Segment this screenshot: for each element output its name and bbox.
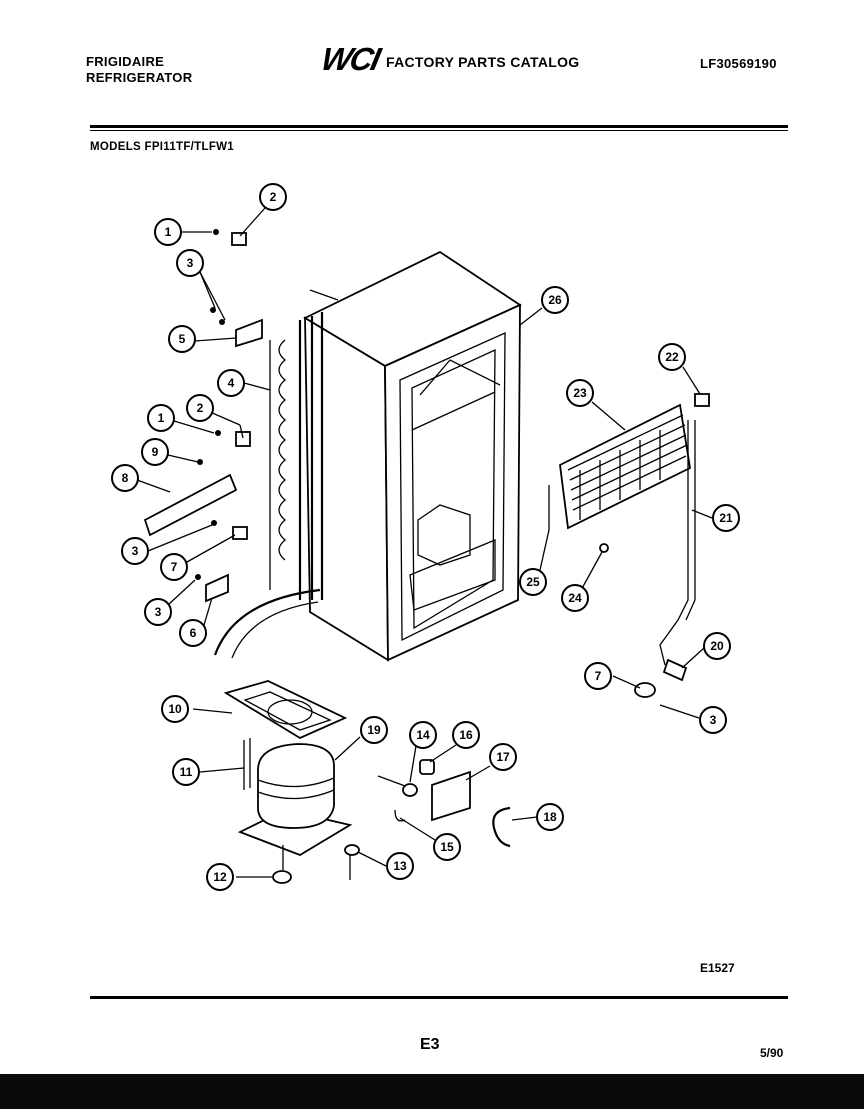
svg-text:2: 2	[197, 401, 204, 415]
callouts: 1 2 3 5 4 2 1 9 8 3 7 3 6 26 22 23 21 25…	[111, 183, 740, 891]
callout-16: 16	[452, 721, 480, 749]
svg-text:3: 3	[132, 544, 139, 558]
svg-text:17: 17	[496, 750, 510, 764]
callout-15: 15	[433, 833, 461, 861]
callout-24: 24	[561, 584, 589, 612]
svg-text:11: 11	[180, 765, 193, 779]
callout-8: 8	[111, 464, 139, 492]
callout-2b: 2	[186, 394, 214, 422]
top-rule-thin	[90, 130, 788, 131]
callout-3: 3	[176, 249, 204, 277]
svg-text:14: 14	[416, 728, 430, 742]
svg-text:15: 15	[440, 840, 454, 854]
callout-12: 12	[206, 863, 234, 891]
brand-header: FRIGIDAIRE REFRIGERATOR	[86, 54, 192, 86]
leader-lines	[136, 207, 713, 878]
catalog-title: FACTORY PARTS CATALOG	[386, 54, 580, 70]
svg-text:23: 23	[573, 386, 587, 400]
svg-text:3: 3	[155, 605, 162, 619]
callout-5: 5	[168, 325, 196, 353]
svg-text:20: 20	[710, 639, 724, 653]
svg-text:19: 19	[367, 723, 381, 737]
callout-3b: 3	[121, 537, 149, 565]
brand-line2: REFRIGERATOR	[86, 70, 193, 85]
svg-text:5: 5	[179, 332, 186, 346]
drain-tube	[213, 588, 321, 656]
svg-text:22: 22	[665, 350, 679, 364]
callout-18: 18	[536, 803, 564, 831]
top-rule	[90, 125, 788, 128]
cabinet	[303, 250, 522, 662]
callout-19: 19	[360, 716, 388, 744]
callout-1: 1	[154, 218, 182, 246]
callout-3c: 3	[144, 598, 172, 626]
svg-text:21: 21	[719, 511, 733, 525]
svg-text:1: 1	[165, 225, 172, 239]
callout-9: 9	[141, 438, 169, 466]
callout-17: 17	[489, 743, 517, 771]
brand-line1: FRIGIDAIRE	[86, 54, 165, 69]
figure-code: E1527	[700, 961, 735, 975]
svg-text:1: 1	[158, 411, 165, 425]
page-number: E3	[420, 1036, 440, 1053]
bottom-rule	[90, 996, 788, 999]
svg-text:13: 13	[393, 859, 407, 873]
callout-22: 22	[658, 343, 686, 371]
callout-11: 11	[172, 758, 200, 786]
svg-text:24: 24	[568, 591, 582, 605]
svg-text:4: 4	[228, 376, 235, 390]
svg-text:6: 6	[190, 626, 197, 640]
svg-text:3: 3	[710, 713, 717, 727]
evaporator	[548, 393, 710, 698]
callout-2: 2	[259, 183, 287, 211]
callout-3d: 3	[699, 706, 727, 734]
callout-25: 25	[519, 568, 547, 596]
svg-text:25: 25	[526, 575, 540, 589]
callout-6: 6	[179, 619, 207, 647]
callout-21: 21	[712, 504, 740, 532]
catalog-number: LF30569190	[700, 56, 777, 71]
electrical-parts	[377, 759, 511, 848]
callout-10: 10	[161, 695, 189, 723]
callout-7b: 7	[584, 662, 612, 690]
callout-20: 20	[703, 632, 731, 660]
compressor	[223, 680, 360, 884]
callout-23: 23	[566, 379, 594, 407]
callout-7: 7	[160, 553, 188, 581]
svg-text:9: 9	[152, 445, 159, 459]
condenser-coil	[269, 312, 324, 600]
callout-13: 13	[386, 852, 414, 880]
callout-14: 14	[409, 721, 437, 749]
callout-4: 4	[217, 369, 245, 397]
svg-text:18: 18	[543, 810, 557, 824]
callout-1b: 1	[147, 404, 175, 432]
svg-text:2: 2	[270, 190, 277, 204]
scan-edge	[0, 1074, 864, 1109]
svg-text:7: 7	[171, 560, 178, 574]
revision-date: 5/90	[760, 1046, 784, 1060]
svg-text:10: 10	[168, 702, 182, 716]
svg-text:26: 26	[548, 293, 562, 307]
svg-text:3: 3	[187, 256, 194, 270]
models-label: MODELS FPI11TF/TLFW1	[90, 141, 235, 153]
svg-text:7: 7	[595, 669, 602, 683]
left-hardware	[143, 229, 263, 603]
callout-26: 26	[541, 286, 569, 314]
svg-text:16: 16	[459, 728, 473, 742]
svg-text:8: 8	[122, 471, 129, 485]
svg-text:12: 12	[213, 870, 227, 884]
